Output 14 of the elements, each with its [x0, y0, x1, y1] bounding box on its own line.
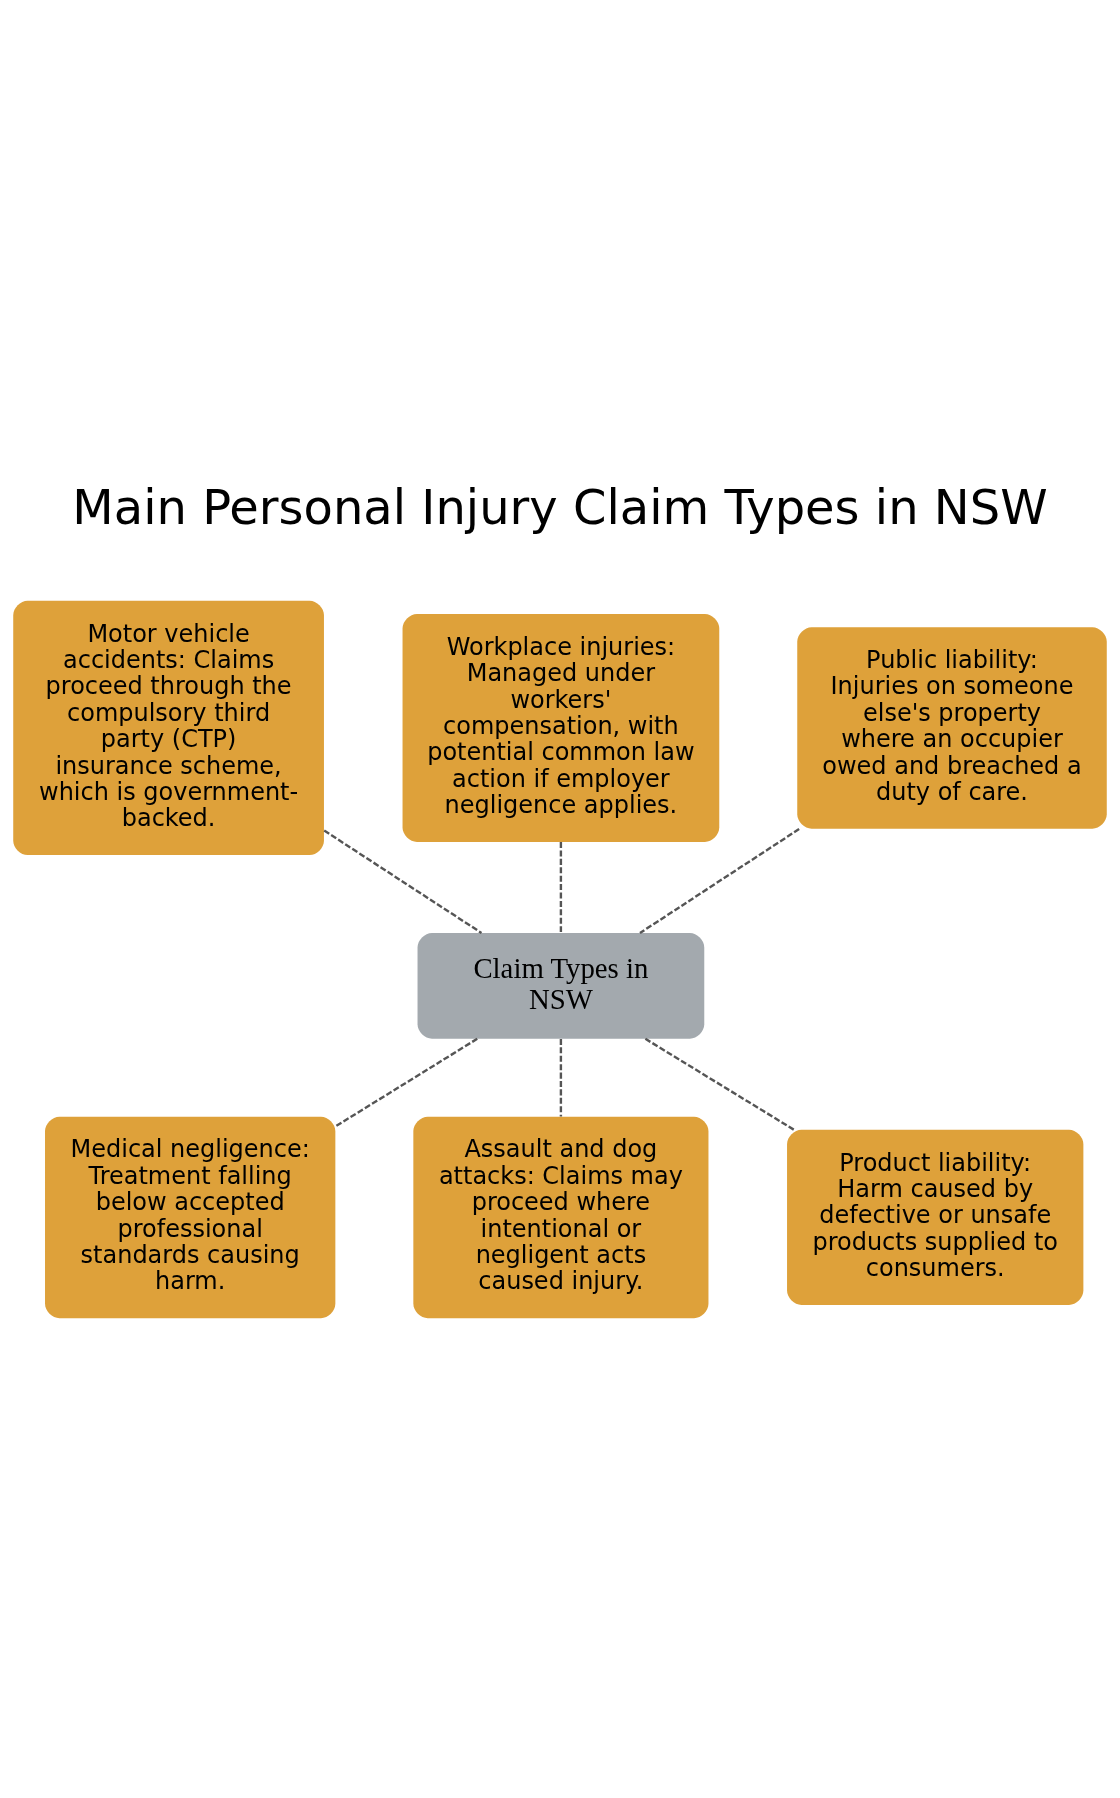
connector — [559, 841, 563, 933]
node-box: Claim Types in NSW — [417, 932, 705, 1039]
node-box: Assault and dog attacks: Claims may proceed where intentional or negligent acts caused injury. — [413, 1116, 709, 1318]
node-box: Motor vehicle accidents: Claims proceed through the compulsory third party (CTP) insurance scheme, which is government-backed. — [13, 600, 324, 855]
connector — [323, 829, 483, 934]
node-box: Product liability: Harm caused by defective or unsafe products supplied to consumers. — [787, 1129, 1084, 1305]
node-box: Medical negligence: Treatment falling below accepted professional standards causing harm. — [45, 1116, 336, 1318]
connector — [559, 1038, 563, 1117]
node-box: Public liability: Injuries on someone else's property where an occupier owed and breached a duty of care. — [797, 626, 1107, 829]
connector — [644, 1037, 795, 1131]
connector — [639, 827, 800, 934]
node-box: Workplace injuries: Managed under workers' compensation, with potential common law action if employer negligence applies. — [402, 613, 720, 842]
diagram-title: Main Personal Injury Claim Types in NSW — [72, 478, 1048, 535]
connector — [334, 1037, 478, 1127]
